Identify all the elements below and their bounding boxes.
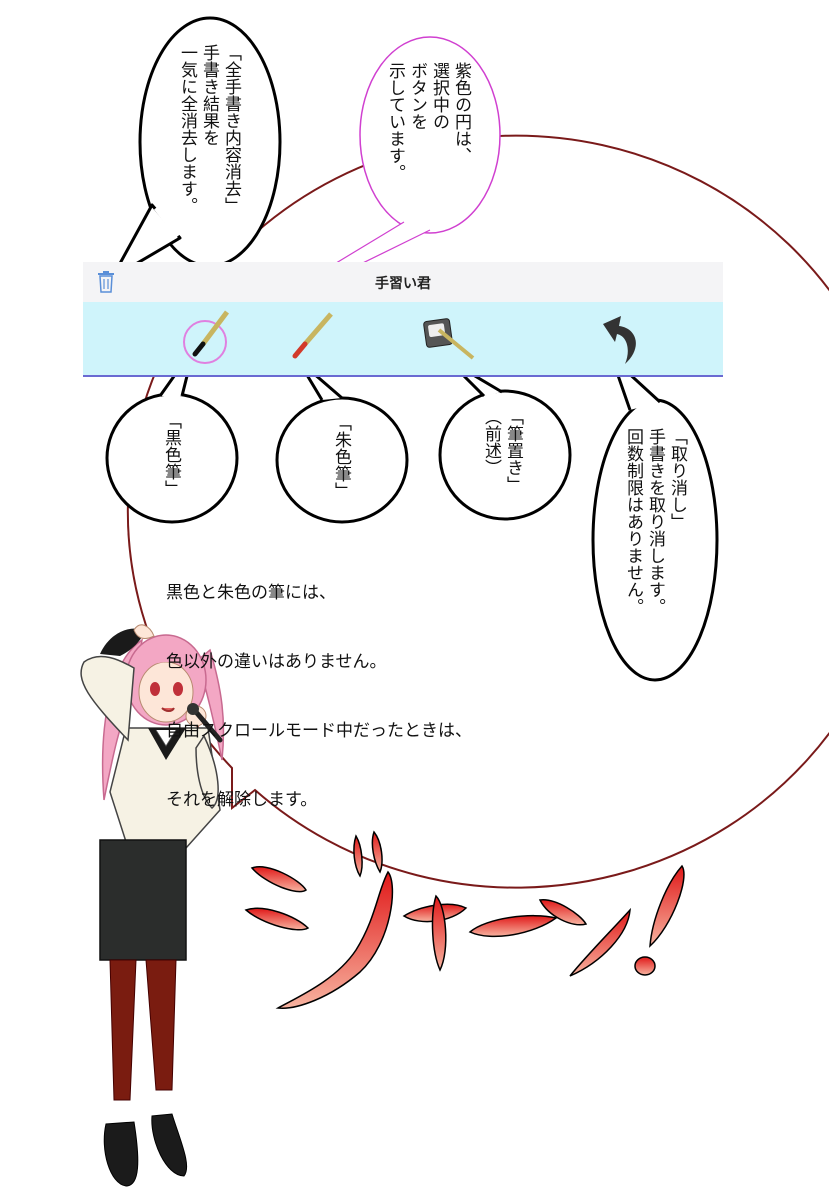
presenter-character xyxy=(80,624,225,1187)
red-brush-icon xyxy=(292,312,333,359)
exclamation-lettering xyxy=(244,830,685,1009)
brush-toolbar xyxy=(83,302,723,377)
black-brush-icon xyxy=(183,310,229,364)
explanation-line-2: 色以外の違いはありません。 xyxy=(166,652,387,672)
explanation-line-4: それを解除します。 xyxy=(166,790,318,810)
callout-purple-circle-text: 紫色の円は、 選択中の ボタンを 示しています。 xyxy=(385,62,471,181)
explanation-line-1: 黒色と朱色の筆には、 xyxy=(166,583,336,603)
red-brush-button[interactable] xyxy=(283,310,333,366)
undo-icon xyxy=(603,316,636,364)
explanation-line-3: 自由スクロールモード中だったときは、 xyxy=(166,721,472,741)
callout-black-brush-text: 「黒色筆」 xyxy=(161,412,181,497)
brush-rest-button[interactable] xyxy=(419,314,479,364)
callout-undo-text: 「取り消し」 手書きを取り消します。 回数制限はありません。 xyxy=(623,428,687,615)
explanation-text: 黒色と朱色の筆には、 色以外の違いはありません。 自由スクロールモード中だったと… xyxy=(166,536,472,835)
trash-icon[interactable] xyxy=(97,271,115,293)
callout-brush-rest-text: 「筆置き」 （前述） xyxy=(481,408,523,493)
black-brush-button[interactable] xyxy=(181,310,231,366)
app-title: 手習い君 xyxy=(375,276,431,292)
selection-circle xyxy=(183,320,227,364)
callout-clear-all-text: 「全手書き内容消去」 手書き結果を 一気に全消去します。 xyxy=(177,44,241,214)
callout-red-brush-text: 「朱色筆」 xyxy=(331,414,351,499)
inkstone-icon xyxy=(423,318,475,360)
undo-button[interactable] xyxy=(591,314,651,370)
app-navigation-bar: 手習い君 xyxy=(83,262,723,303)
